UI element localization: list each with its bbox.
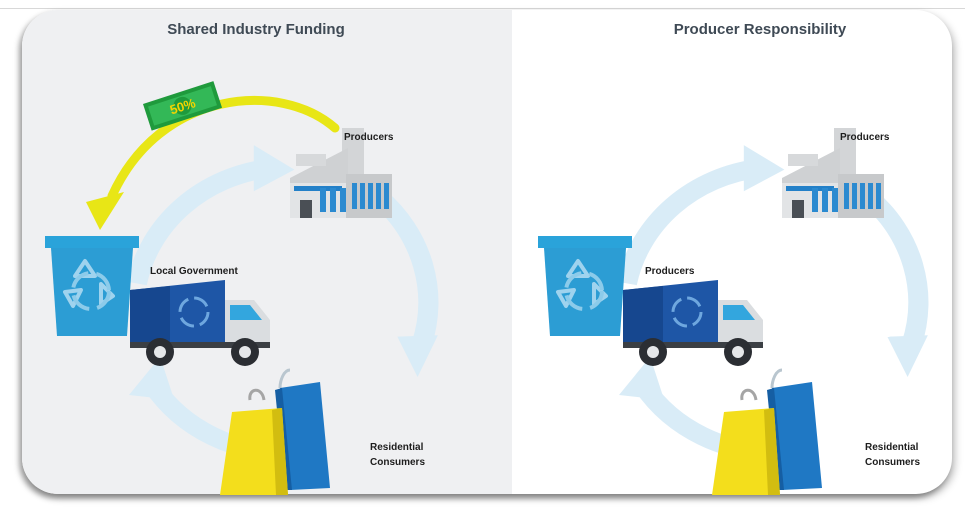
- money-icon: 50%: [143, 81, 223, 131]
- left-recycling-bin-icon: [43, 234, 141, 338]
- right-recycling-bin-icon: [536, 234, 634, 338]
- left-garbage-truck-icon: [128, 278, 272, 368]
- left-panel-title: Shared Industry Funding: [167, 21, 345, 38]
- left-local-government-label: Local Government: [150, 266, 238, 277]
- right-panel-title: Producer Responsibility: [674, 21, 847, 38]
- left-panel: Shared Industry Funding Producers Local …: [43, 21, 438, 497]
- left-producers-label: Producers: [344, 132, 394, 143]
- left-shopping-bags-icon: [218, 368, 332, 497]
- right-shopping-bags-icon: [710, 368, 824, 497]
- right-consumers-label-line1: Residential: [865, 442, 919, 453]
- right-producers-label: Producers: [840, 132, 890, 143]
- right-garbage-truck-icon: [621, 278, 765, 368]
- left-consumers-label-line2: Consumers: [370, 457, 425, 468]
- funding-arrowhead-icon: [86, 192, 124, 230]
- top-divider: [0, 8, 965, 9]
- right-consumers-label-line2: Consumers: [865, 457, 920, 468]
- left-consumers-label-line1: Residential: [370, 442, 424, 453]
- right-collector-label: Producers: [645, 266, 695, 277]
- right-panel: Producer Responsibility Producers Produc…: [536, 21, 928, 497]
